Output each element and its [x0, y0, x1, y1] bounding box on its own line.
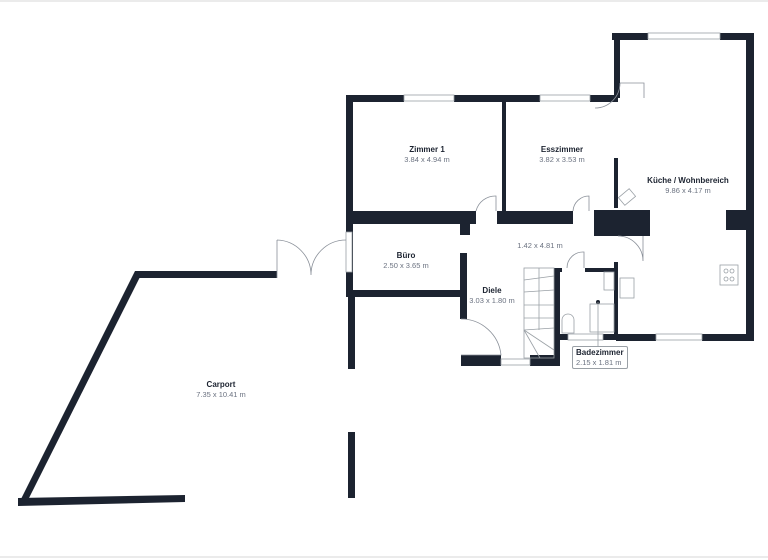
room-label-badezimmer: Badezimmer 2.15 x 1.81 m: [572, 346, 628, 370]
room-label-buero: Büro 2.50 x 3.65 m: [383, 251, 428, 270]
room-name: Zimmer 1: [409, 145, 445, 154]
room-name: Küche / Wohnbereich: [647, 176, 729, 185]
room-name: Badezimmer: [576, 348, 624, 357]
room-dimensions: 1.42 x 4.81 m: [517, 241, 563, 250]
room-dimensions: 2.50 x 3.65 m: [383, 261, 429, 270]
room-label-kueche-wohnbereich: Küche / Wohnbereich 9.86 x 4.17 m: [647, 176, 729, 195]
room-name: Carport: [206, 380, 236, 389]
windows: [345, 32, 721, 366]
room-label-flur: 1.42 x 4.81 m: [517, 241, 562, 250]
room-label-zimmer-1: Zimmer 1 3.84 x 4.94 m: [404, 145, 449, 164]
room-dimensions: 9.86 x 4.17 m: [665, 186, 711, 195]
room-dimensions: 3.03 x 1.80 m: [469, 296, 515, 305]
room-dimensions: 7.35 x 10.41 m: [196, 390, 246, 399]
room-dimensions: 3.82 x 3.53 m: [539, 155, 585, 164]
room-dimensions: 2.15 x 1.81 m: [576, 358, 622, 367]
room-name: Diele: [482, 286, 502, 295]
doors: [276, 82, 645, 356]
bottom-border: [0, 556, 768, 558]
room-name: Esszimmer: [540, 145, 584, 154]
room-label-esszimmer: Esszimmer 3.82 x 3.53 m: [539, 145, 584, 164]
top-border: [0, 0, 768, 2]
room-label-carport: Carport 7.35 x 10.41 m: [196, 380, 246, 399]
room-dimensions: 3.84 x 4.94 m: [404, 155, 450, 164]
room-label-diele: Diele 3.03 x 1.80 m: [469, 286, 514, 305]
stairs: [523, 188, 739, 359]
room-name: Büro: [396, 251, 416, 260]
walls: [18, 33, 754, 506]
